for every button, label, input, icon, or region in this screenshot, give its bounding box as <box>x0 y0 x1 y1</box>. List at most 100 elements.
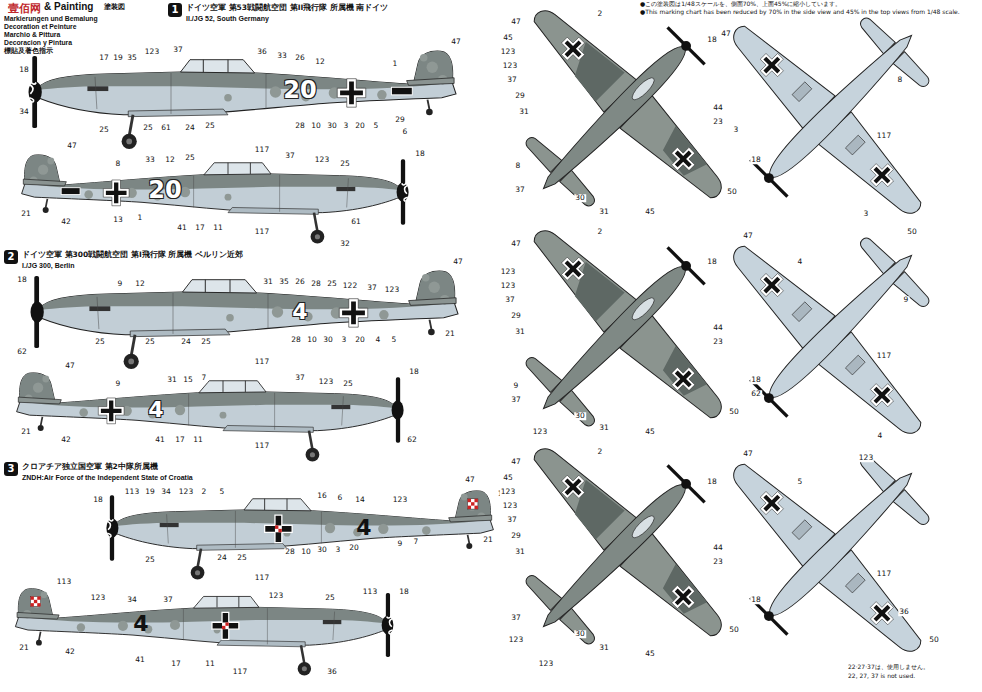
callout-number: 12 <box>314 58 326 66</box>
callout-number: 25 <box>200 338 212 346</box>
watermark: 壹佰网 <box>8 3 41 14</box>
callout-number: 50 <box>928 636 940 644</box>
callout-number: 41 <box>154 436 166 444</box>
callout-number: 31 <box>598 644 610 652</box>
side-view <box>106 491 493 580</box>
title-line: Decoration et Peinture <box>4 24 77 31</box>
callout-number: 37 <box>284 152 296 160</box>
callout-number: 25 <box>144 556 156 564</box>
callout-number: 113 <box>362 588 378 596</box>
callout-number: 30 <box>326 122 338 130</box>
callout-number: 5 <box>797 478 804 486</box>
scheme-number-box: 2 <box>4 250 18 264</box>
callout-number: 2 <box>201 488 208 496</box>
callout-number: 18 <box>414 150 426 158</box>
title-line: Decoracion y Pintura <box>4 40 72 47</box>
callout-number: 25 <box>98 126 110 134</box>
scheme-number: 3 <box>8 464 15 474</box>
callout-number: 31 <box>166 376 178 384</box>
callout-number: 47 <box>464 476 476 484</box>
callout-number: 12 <box>164 156 176 164</box>
callout-number: 1 <box>137 214 144 222</box>
callout-number: 9 <box>903 296 910 304</box>
callout-number: 18 <box>706 478 718 486</box>
callout-number: 2 <box>597 448 604 456</box>
callout-number: 11 <box>204 660 216 668</box>
callout-number: 21 <box>18 644 30 652</box>
callout-number: 5 <box>219 488 226 496</box>
callout-number: 18 <box>750 596 762 604</box>
callout-number: 29 <box>514 92 526 100</box>
callout-number: 44 <box>712 104 724 112</box>
callout-number: 45 <box>644 208 656 216</box>
callout-number: 123 <box>500 488 516 496</box>
callout-number: 31 <box>598 424 610 432</box>
side-view <box>17 373 404 462</box>
callout-number: 8 <box>115 160 122 168</box>
callout-number: 25 <box>324 594 336 602</box>
callout-number: 31 <box>262 278 274 286</box>
scheme-number: 1 <box>172 5 179 15</box>
callout-number: 12 <box>134 280 146 288</box>
callout-number: 1 <box>392 60 399 68</box>
callout-number: 47 <box>742 450 754 458</box>
callout-number: 19 <box>112 54 124 62</box>
callout-number: 18 <box>750 156 762 164</box>
callout-number: 45 <box>502 34 514 42</box>
callout-number: 37 <box>172 46 184 54</box>
aircraft-marking: 4 <box>133 613 148 635</box>
callout-number: 123 <box>318 378 334 386</box>
callout-number: 50 <box>906 228 918 236</box>
callout-number: 42 <box>60 218 72 226</box>
callout-number: 4 <box>375 336 382 344</box>
callout-number: 123 <box>508 636 524 644</box>
callout-number: 21 <box>20 428 32 436</box>
callout-number: 3 <box>335 546 342 554</box>
callout-number: 50 <box>728 408 740 416</box>
callout-number: 117 <box>876 570 892 578</box>
callout-number: 25 <box>236 554 248 562</box>
callout-number: 24 <box>180 338 192 346</box>
callout-number: 123 <box>268 592 284 600</box>
callout-number: 123 <box>178 488 194 496</box>
callout-number: 25 <box>142 124 154 132</box>
callout-number: 36 <box>256 48 268 56</box>
top-view <box>453 390 780 692</box>
callout-number: 37 <box>504 296 516 304</box>
callout-number: 18 <box>92 496 104 504</box>
callout-number: 123 <box>314 156 330 164</box>
callout-number: 123 <box>532 428 548 436</box>
callout-number: 9 <box>115 380 122 388</box>
callout-number: 123 <box>502 502 518 510</box>
callout-number: 37 <box>506 76 518 84</box>
callout-number: 123 <box>538 660 554 668</box>
callout-number: 13 <box>112 216 124 224</box>
callout-number: 29 <box>510 532 522 540</box>
callout-number: 36 <box>898 608 910 616</box>
callout-number: 29 <box>394 116 406 124</box>
callout-number: 42 <box>60 436 72 444</box>
callout-number: 33 <box>276 52 288 60</box>
side-view <box>15 589 393 676</box>
callout-number: 21 <box>444 330 456 338</box>
scheme-heading: ドイツ空軍 第300戦闘航空団 第I飛行隊 所属機 ベルリン近郊 <box>22 251 243 259</box>
callout-number: 30 <box>316 546 328 554</box>
callout-number: 47 <box>510 458 522 466</box>
callout-number: 23 <box>712 118 724 126</box>
callout-number: 117 <box>254 358 270 366</box>
callout-number: 28 <box>294 122 306 130</box>
note: 22·27·37は、使用しません。 <box>848 664 929 670</box>
callout-number: 25 <box>94 338 106 346</box>
callout-number: 33 <box>144 156 156 164</box>
callout-number: 61 <box>160 124 172 132</box>
callout-number: 17 <box>170 660 182 668</box>
callout-number: 117 <box>254 228 270 236</box>
callout-number: 37 <box>294 374 306 382</box>
bottom-view <box>675 165 982 492</box>
callout-number: 24 <box>184 124 196 132</box>
scheme-heading: クロアチア独立国空軍 第2中隊所属機 <box>22 463 158 471</box>
callout-number: 25 <box>326 280 338 288</box>
callout-number: 113 <box>56 578 72 586</box>
callout-number: 25 <box>339 160 351 168</box>
callout-number: 4 <box>797 258 804 266</box>
